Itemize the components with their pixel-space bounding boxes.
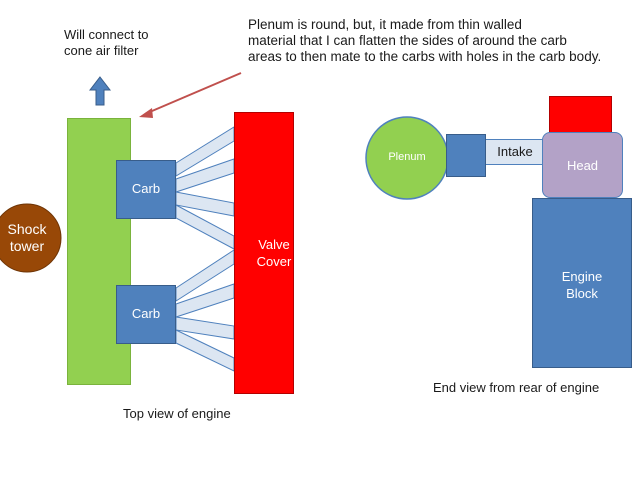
- shock-tower-label: Shock tower: [0, 221, 57, 255]
- top-view-caption: Top view of engine: [123, 406, 231, 421]
- engine-block: [532, 198, 632, 368]
- up-arrow-icon: [88, 76, 112, 106]
- carb-upper-label: Carb: [131, 181, 161, 196]
- end-view-caption: End view from rear of engine: [433, 380, 600, 395]
- carb-lower-label: Carb: [131, 306, 161, 321]
- shock-tower-label-line-1: Shock: [7, 221, 47, 237]
- annotation-arrow-head-icon: [139, 108, 153, 118]
- valve-cover-label: Valve Cover: [234, 236, 314, 270]
- intake-label: Intake: [497, 144, 533, 159]
- engine-block-label: Engine Block: [532, 268, 632, 302]
- lower-intake-runners: [175, 249, 235, 372]
- plenum-note-line-2: material that I can flatten the sides of…: [248, 33, 567, 48]
- annotation-arrow-line: [144, 72, 242, 115]
- filter-note-line-1: Will connect to: [64, 27, 149, 42]
- filter-note: Will connect to cone air filter: [64, 27, 149, 59]
- upper-intake-runners: [175, 126, 235, 250]
- shock-tower-label-line-2: tower: [9, 238, 45, 254]
- plenum-bar: [67, 118, 131, 385]
- plenum-note-line-3: areas to then mate to the carbs with hol…: [248, 49, 602, 64]
- valve-cover-label-line-1: Valve: [258, 237, 290, 252]
- engine-block-label-line-2: Block: [566, 286, 598, 301]
- head: [542, 132, 623, 198]
- head-label: Head: [566, 158, 599, 173]
- engine-block-label-line-1: Engine: [561, 269, 603, 284]
- plenum-note: Plenum is round, but, it made from thin …: [248, 17, 601, 65]
- carb-lower: [116, 285, 176, 344]
- shock-tower-shape: [0, 203, 62, 273]
- plenum-label: Plenum: [388, 151, 426, 163]
- plenum-note-line-1: Plenum is round, but, it made from thin …: [248, 17, 522, 32]
- valve-cover: [234, 112, 294, 394]
- valve-cover-end-view: [549, 96, 612, 133]
- filter-note-line-2: cone air filter: [64, 43, 139, 58]
- intake-runner: [485, 139, 545, 165]
- carb-upper: [116, 160, 176, 219]
- carb-end-view: [446, 134, 486, 177]
- valve-cover-label-line-2: Cover: [256, 254, 292, 269]
